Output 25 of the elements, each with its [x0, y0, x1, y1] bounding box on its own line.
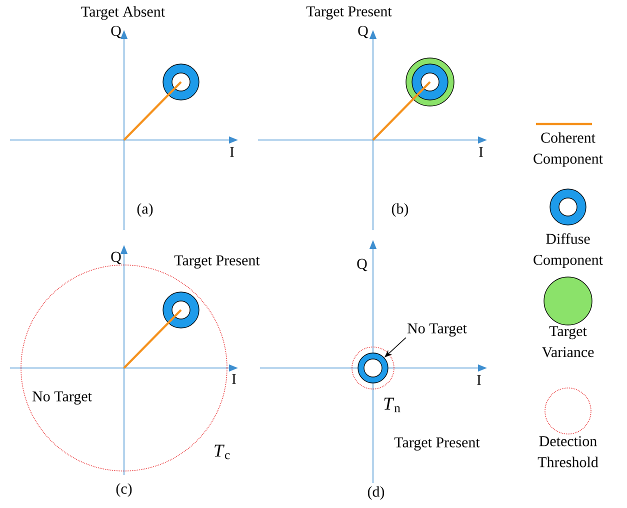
axis-label: Q — [111, 26, 122, 38]
region-label: Target Present — [394, 437, 480, 450]
panel-label: (a) — [137, 203, 153, 217]
region-label: No Target — [408, 323, 467, 336]
axis-label: Q — [358, 26, 368, 38]
axis-label: Q — [357, 258, 368, 272]
title: Target Present — [306, 6, 392, 20]
legend-text: Diffuse Component — [534, 233, 603, 268]
axis-label: Q — [111, 252, 122, 264]
region-label: No Target — [32, 391, 92, 404]
panel-label: (d) — [368, 486, 384, 500]
panel-label: (c) — [116, 483, 132, 497]
threshold-label: T$_{c}$ — [214, 444, 230, 460]
diffuse-ring — [358, 352, 388, 384]
axis-label: I — [230, 147, 234, 157]
panel-label: (b) — [392, 203, 408, 217]
title: Target Absent — [81, 6, 165, 20]
axis-label: I — [477, 375, 481, 385]
legend-text: Target Variance — [542, 326, 594, 358]
threshold-label: T$_{n}$ — [384, 398, 400, 412]
region-label: Target Present — [174, 255, 260, 268]
legend-text: Detection Threshold — [538, 436, 598, 468]
axis-label: I — [232, 374, 236, 384]
legend-text: Coherent Component — [534, 132, 603, 167]
axis-label: I — [479, 147, 483, 157]
